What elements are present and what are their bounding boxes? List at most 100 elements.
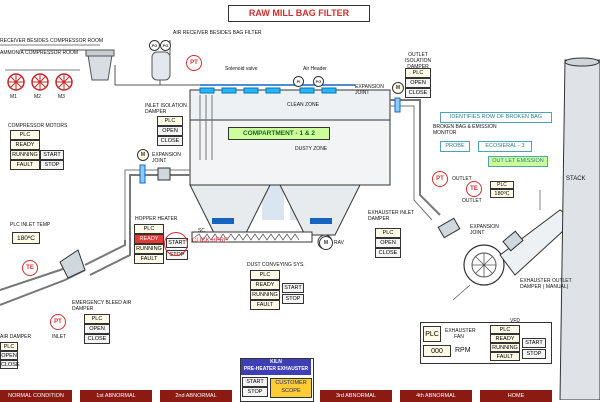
nav-second-abnormal[interactable]: 2nd ABNORMAL: [160, 390, 232, 402]
fan-fault: FAULT: [490, 352, 520, 361]
dust-running: RUNNING: [250, 290, 280, 300]
click-here-highlight[interactable]: [164, 232, 188, 256]
nav-fourth-abnormal[interactable]: 4th ABNORMAL: [400, 390, 472, 402]
fan-stop-button[interactable]: STOP: [522, 349, 546, 359]
comp-plc: PLC: [10, 130, 40, 140]
motor-rav[interactable]: M: [319, 236, 333, 250]
comp-running: RUNNING: [10, 150, 40, 160]
exh-inlet-open-button[interactable]: OPEN: [375, 238, 401, 248]
dust-ready: READY: [250, 280, 280, 290]
ecosieral-label: ECOSIERAL - 3: [478, 141, 532, 152]
compressor-motors-label: COMPRESSOR MOTORS: [8, 123, 68, 129]
broken-bag-label: BROKEN BAG & EMISSION MONITOR: [433, 124, 497, 136]
fan-vfd-plc: PLC: [490, 325, 520, 334]
stack: [559, 59, 600, 400]
comp-start-button[interactable]: START: [40, 150, 64, 160]
pt-sensor-inlet[interactable]: PT: [50, 314, 66, 330]
pg-gauge-1[interactable]: PG: [149, 40, 160, 51]
clean-zone-label: CLEAN ZONE: [287, 102, 319, 108]
receiver-compressor-label: RECEIVER BESIDES COMPRESSOR ROOM: [0, 38, 104, 44]
nav-first-abnormal[interactable]: 1st ABNORMAL: [80, 390, 152, 402]
fan-ready: READY: [490, 334, 520, 343]
heater-running: RUNNING: [134, 244, 164, 254]
inlet-label: INLET: [52, 334, 67, 340]
heater-fault: FAULT: [134, 254, 164, 264]
te-sensor-inlet[interactable]: TE: [22, 260, 38, 276]
exhauster-fan-label: EXHAUSTER FAN: [445, 328, 476, 340]
exhauster-inlet-label: EXHAUSTER INLET DAMPER: [368, 210, 415, 222]
m1-label: M1: [10, 94, 17, 100]
sc-label: SC: [198, 228, 205, 234]
outlet-iso-open-button[interactable]: OPEN: [405, 78, 431, 88]
preheater-label: PRE-HEATER EXHAUSTER: [243, 366, 309, 372]
exh-inlet-plc: PLC: [375, 228, 401, 238]
nav-third-abnormal[interactable]: 3rd ABNORMAL: [320, 390, 392, 402]
air-damper-close-button[interactable]: CLOSE: [0, 360, 20, 369]
fan-running: RUNNING: [490, 343, 520, 352]
dusty-zone-label: DUSTY ZONE: [295, 146, 328, 152]
outlet-plc: PLC: [490, 181, 514, 189]
nav-home[interactable]: HOME: [480, 390, 552, 402]
page-title: RAW MILL BAG FILTER: [228, 5, 370, 22]
air-damper-plc: PLC: [0, 342, 18, 351]
fan-start-button[interactable]: START: [522, 338, 546, 348]
outlet-label-pt: OUTLET: [452, 176, 472, 182]
click-here-link[interactable]: CLICK HERE: [192, 238, 229, 244]
fan-plc: PLC: [423, 326, 441, 342]
kiln-label: KILN: [270, 359, 282, 365]
kiln-stop-button[interactable]: STOP: [242, 387, 268, 397]
air-damper-open-button[interactable]: OPEN: [0, 351, 18, 360]
comp-stop-button[interactable]: STOP: [40, 160, 64, 170]
pt-sensor-outlet[interactable]: PT: [432, 171, 448, 187]
inlet-isolation-label: INLET ISOLATION DAMPER: [145, 103, 187, 115]
pg-gauge-2[interactable]: PG: [160, 40, 171, 51]
nav-normal-condition[interactable]: NORMAL CONDITION: [0, 390, 72, 402]
m2-label: M2: [34, 94, 41, 100]
air-receiver-bag-label: AIR RECEIVER BESIDES BAG FILTER: [173, 30, 262, 36]
inlet-iso-open-button[interactable]: OPEN: [157, 126, 183, 136]
outlet-label-te: OUTLET: [462, 198, 482, 204]
inlet-temp-value: 180ºC: [12, 232, 40, 244]
pi-gauge[interactable]: PI: [293, 76, 304, 87]
outlet-emission-label: OUT LET EMISSION: [488, 156, 548, 167]
pt-sensor-air[interactable]: PT: [186, 55, 202, 71]
motor-inlet[interactable]: M: [137, 149, 149, 161]
expansion-joint-top-label: EXPANSION JOINT: [355, 84, 384, 96]
air-header-label: Air Header: [303, 66, 327, 72]
dust-plc: PLC: [250, 270, 280, 280]
solenoid-label: Solenoid valve: [225, 66, 258, 72]
kiln-start-button[interactable]: START: [242, 377, 268, 387]
exh-inlet-close-button[interactable]: CLOSE: [375, 248, 401, 258]
air-damper-label: AIR DAMPER: [0, 334, 32, 340]
probe-label: PROBE: [440, 141, 470, 152]
inlet-iso-plc: PLC: [157, 116, 183, 126]
ammonia-compressor-label: AMMONIA COMPRESSOR ROOM: [0, 50, 79, 56]
dust-conveying-label: DUST CONVEYING SYS.: [247, 262, 305, 268]
vfd-label: VFD: [510, 318, 520, 324]
outlet-iso-close-button[interactable]: CLOSE: [405, 88, 431, 98]
outlet-iso-plc: PLC: [405, 68, 431, 78]
te-sensor-outlet[interactable]: TE: [466, 181, 482, 197]
compressor-vessel: [87, 54, 113, 81]
comp-fault: FAULT: [10, 160, 40, 170]
heater-plc: PLC: [134, 224, 164, 234]
inlet-iso-close-button[interactable]: CLOSE: [157, 136, 183, 146]
dust-start-button[interactable]: START: [282, 283, 304, 293]
bleed-plc: PLC: [84, 314, 110, 324]
pg-gauge-header[interactable]: PG: [313, 76, 324, 87]
bleed-open-button[interactable]: OPEN: [84, 324, 110, 334]
dust-fault: FAULT: [250, 300, 280, 310]
kiln-header: KILN PRE-HEATER EXHAUSTER: [241, 359, 311, 375]
motor-outlet[interactable]: M: [392, 82, 404, 94]
m3-label: M3: [58, 94, 65, 100]
dust-stop-button[interactable]: STOP: [282, 294, 304, 304]
bleed-close-button[interactable]: CLOSE: [84, 334, 110, 344]
heater-ready: READY: [134, 234, 164, 244]
emergency-bleed-label: EMERGENCY BLEED AIR DAMPER: [72, 300, 132, 312]
customer-scope-badge: CUSTOMER SCOPE: [270, 378, 312, 398]
stack-label: STACK: [566, 176, 586, 182]
rpm-unit: RPM: [455, 347, 471, 354]
comp-ready: READY: [10, 140, 40, 150]
air-receiver-vessel: [151, 51, 171, 81]
